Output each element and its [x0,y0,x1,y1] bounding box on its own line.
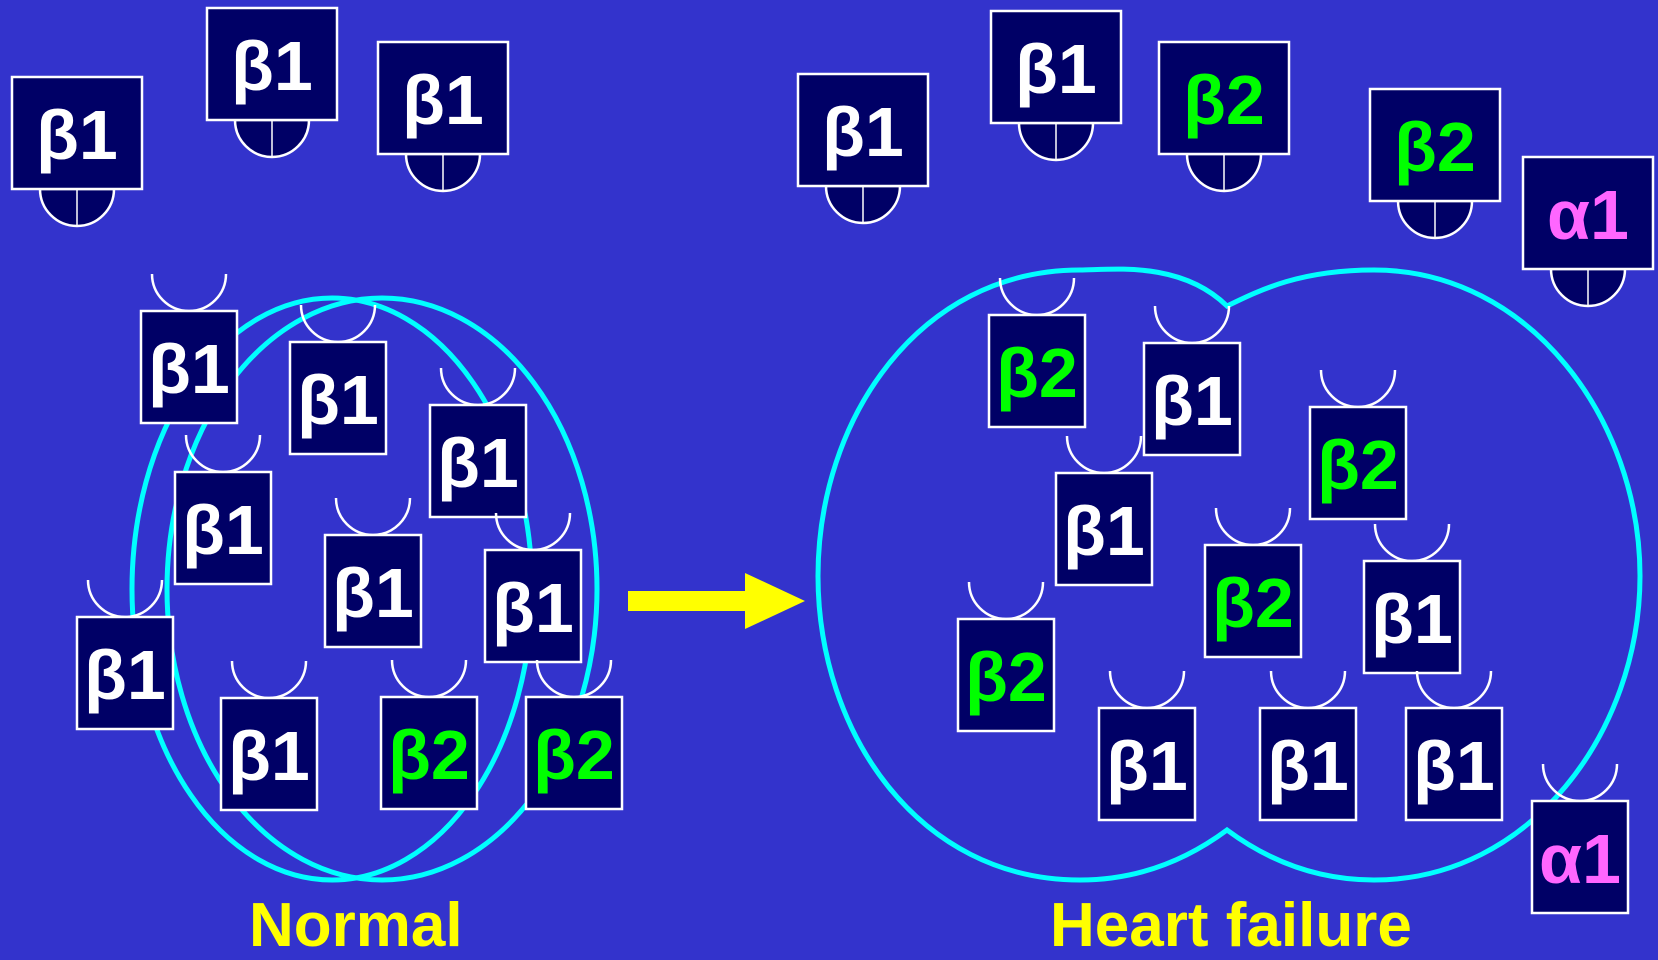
receptor-beta2: β2 [1203,507,1303,659]
receptor-label: β1 [492,569,574,647]
receptor-beta2: β2 [379,659,479,811]
receptor-beta2: β2 [524,659,624,811]
receptor-beta1: β1 [483,512,583,664]
receptor-box [989,9,1123,125]
receptor-label: β1 [1063,492,1145,570]
receptor-label: β1 [437,424,519,502]
receptor-beta2: β2 [956,581,1056,733]
receptor-alpha1: α1 [1521,155,1655,308]
receptor-box [75,615,175,731]
receptor-box [1530,799,1630,915]
receptor-beta1: β1 [323,497,423,649]
receptor-box [10,75,144,191]
receptor-beta1: β1 [173,434,273,586]
receptor-box [376,40,510,156]
receptor-box [1054,471,1154,587]
receptor-box [1097,706,1197,822]
heart-failure-caption: Heart failure [1050,891,1412,960]
receptor-label: α1 [1547,176,1629,254]
receptor-box [1142,341,1242,457]
receptor-beta2: β2 [987,277,1087,429]
receptor-beta1: β1 [1362,523,1462,675]
receptor-label: β1 [1106,727,1188,805]
receptor-label: β1 [332,554,414,632]
receptor-label: β2 [1317,426,1399,504]
receptor-label: β1 [36,96,118,174]
receptor-box [796,72,930,188]
receptor-box [323,533,423,649]
receptor-label: β1 [84,636,166,714]
receptor-beta1: β1 [1097,670,1197,822]
receptor-box [288,340,388,456]
receptor-beta1: β1 [1054,435,1154,587]
receptor-beta1: β1 [376,40,510,193]
receptor-box [428,403,528,519]
receptor-label: β1 [822,93,904,171]
receptor-beta1: β1 [75,579,175,731]
receptor-box [1368,87,1502,203]
receptor-alpha1: α1 [1530,763,1630,915]
receptor-box [1157,40,1291,156]
receptor-label: β2 [996,334,1078,412]
receptor-box [1203,543,1303,659]
receptor-beta1: β1 [139,273,239,425]
receptor-label: β1 [1413,727,1495,805]
receptor-box [219,696,319,812]
receptor-label: β1 [148,330,230,408]
receptor-label: β2 [1394,108,1476,186]
receptor-label: β1 [1015,30,1097,108]
receptor-beta1: β1 [1258,670,1358,822]
receptor-box [483,548,583,664]
receptor-beta1: β1 [989,9,1123,162]
receptor-box [173,470,273,586]
receptor-label: β1 [1151,362,1233,440]
receptor-label: β1 [182,491,264,569]
receptor-box [1308,405,1408,521]
receptor-label: β1 [228,717,310,795]
receptor-beta2: β2 [1368,87,1502,240]
receptor-label: β2 [533,716,615,794]
receptor-box [379,695,479,811]
normal-cell-outline-right [164,295,600,883]
heart-failure-cell [815,266,1643,883]
receptor-beta1: β1 [10,75,144,228]
receptor-box [139,309,239,425]
receptor-beta1: β1 [205,6,339,159]
receptor-box [524,695,624,811]
receptor-label: β1 [231,27,313,105]
receptor-box [1362,559,1462,675]
receptor-box [205,6,339,122]
receptor-box [987,313,1087,429]
receptor-beta1: β1 [219,660,319,812]
receptor-box [1521,155,1655,271]
receptor-beta1: β1 [428,367,528,519]
receptor-label: β2 [1183,61,1265,139]
normal-caption: Normal [249,891,463,960]
receptor-label: α1 [1539,820,1621,898]
receptor-label: β1 [1371,580,1453,658]
receptor-box [1258,706,1358,822]
receptor-beta1: β1 [288,304,388,456]
heart-failure-cell-outline [815,266,1643,883]
receptor-beta1: β1 [1404,670,1504,822]
receptor-beta1: β1 [1142,305,1242,457]
receptor-box [1404,706,1504,822]
receptor-label: β1 [297,361,379,439]
receptor-beta2: β2 [1308,369,1408,521]
receptor-label: β1 [1267,727,1349,805]
transition-arrow [628,573,805,629]
receptor-label: β1 [402,61,484,139]
receptor-beta2: β2 [1157,40,1291,193]
receptor-label: β2 [965,638,1047,716]
receptor-label: β2 [1212,564,1294,642]
receptor-box [956,617,1056,733]
receptor-label: β2 [388,716,470,794]
receptor-beta1: β1 [796,72,930,225]
